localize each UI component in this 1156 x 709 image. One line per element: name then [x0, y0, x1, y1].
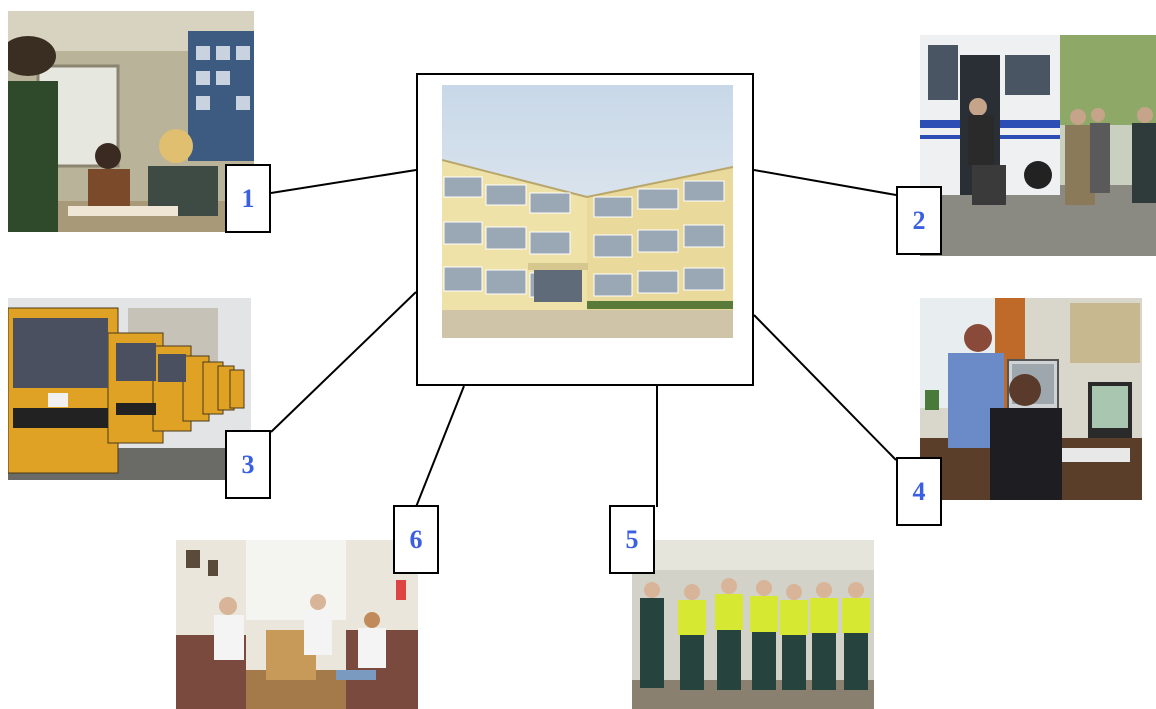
- photo-2-boarding-bus: [920, 35, 1156, 256]
- photo-5-inspectors: [632, 540, 874, 709]
- number-box-3: 3: [225, 430, 271, 499]
- photo-1-registration: [8, 11, 254, 232]
- connector-1: [270, 169, 417, 194]
- number-box-2: 2: [896, 186, 942, 255]
- number-box-6: 6: [393, 505, 439, 574]
- school-building-photo: [442, 85, 733, 338]
- connector-6: [415, 385, 465, 508]
- number-box-1: 1: [225, 164, 271, 233]
- connector-2: [753, 169, 897, 196]
- photo-3-school-buses: [8, 298, 251, 480]
- connector-4: [753, 314, 897, 461]
- center-frame: [416, 73, 754, 386]
- connector-3: [270, 291, 417, 433]
- number-box-5: 5: [609, 505, 655, 574]
- photo-4-dispatch-office: [920, 298, 1142, 500]
- number-box-4: 4: [896, 457, 942, 526]
- photo-6-medical-room: [176, 540, 418, 709]
